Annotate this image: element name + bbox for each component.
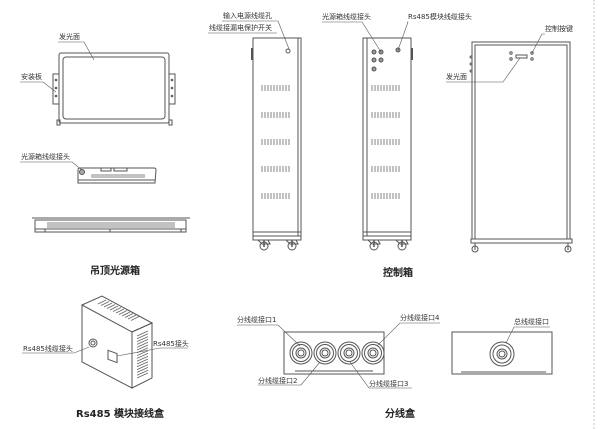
vent-slot xyxy=(136,367,149,373)
label-rs485-cable-connector: Rs485线缆接头 xyxy=(23,345,73,353)
vent-slot xyxy=(136,353,149,359)
port-ring xyxy=(297,349,305,357)
vent-slot xyxy=(109,305,119,311)
label-cable-leakage-switch: 线缆接漏电保护开关 xyxy=(209,24,272,32)
title-rs485-junction-box: Rs485 模块接线盒 xyxy=(76,409,165,420)
vent-slot xyxy=(100,301,110,306)
vent-slot xyxy=(124,313,134,318)
port-ring xyxy=(321,349,329,357)
caster-wheel-icon xyxy=(367,239,381,251)
title-splitter-box: 分线盒 xyxy=(385,409,415,420)
light-panel-front-view xyxy=(20,41,176,126)
label-light-box-cable-connector-2: 光源箱线缆接头 xyxy=(322,13,371,21)
vent-slot xyxy=(136,339,149,345)
caster-wheel-icon xyxy=(285,239,299,251)
port-ring xyxy=(289,341,313,365)
splitter-box-front-view xyxy=(237,322,440,389)
port-ring xyxy=(313,341,337,365)
caster-wheel-icon xyxy=(395,239,409,251)
label-port-4: 分线缆接口4 xyxy=(400,314,440,322)
caster-wheel-icon xyxy=(257,239,271,251)
label-light-surface-2: 发光面 xyxy=(446,73,467,81)
label-control-button: 控制按键 xyxy=(545,25,573,33)
port-ring xyxy=(367,347,379,359)
main-port-box-front-view xyxy=(451,326,553,375)
vent-slot xyxy=(136,341,149,348)
vent-slot xyxy=(136,333,149,340)
label-power-input-hole: 输入电源线缆孔 xyxy=(223,12,272,20)
port-ring xyxy=(319,347,331,359)
port-ring xyxy=(292,344,310,362)
label-port-1: 分线缆接口1 xyxy=(237,316,277,324)
caster-wheel-icon xyxy=(471,243,479,253)
vent-slot xyxy=(103,302,113,308)
port-ring xyxy=(345,349,353,357)
light-box-top-view xyxy=(20,161,157,184)
vent-slot xyxy=(121,311,131,317)
vent-slot xyxy=(136,344,149,351)
page-edge-divider xyxy=(593,0,595,429)
vent-slot xyxy=(136,358,149,365)
light-box-side-view xyxy=(32,217,190,233)
control-box-side-view xyxy=(208,20,302,251)
port-ring xyxy=(369,349,377,357)
vent-slot xyxy=(136,372,149,379)
control-box-back-view xyxy=(322,21,413,251)
vent-slot xyxy=(115,308,125,314)
port-ring xyxy=(343,347,355,359)
vent-slot xyxy=(136,330,149,337)
vent-slot xyxy=(136,350,149,356)
vent-slot xyxy=(112,307,122,312)
label-rs485-connector: Rs485接头 xyxy=(153,340,189,348)
port-ring xyxy=(295,347,307,359)
vent-slot xyxy=(136,361,149,368)
vent-slot xyxy=(136,355,149,362)
vent-slot xyxy=(106,304,116,309)
vent-slot xyxy=(136,369,149,376)
label-rs485-module-cable-connector: Rs485模块线缆接头 xyxy=(408,13,472,21)
label-light-box-cable-connector: 光源箱线缆接头 xyxy=(21,153,70,161)
rs485-junction-box-isometric xyxy=(22,295,188,389)
port-ring xyxy=(361,341,385,365)
port-ring xyxy=(364,344,382,362)
vent-slot xyxy=(97,299,107,305)
vent-slot xyxy=(127,314,137,320)
label-port-3: 分线缆接口3 xyxy=(369,380,409,388)
light-panel-stand-front-view xyxy=(446,33,573,253)
label-mounting-plate: 安装板 xyxy=(21,73,42,81)
vent-slot xyxy=(118,310,128,315)
port-ring xyxy=(316,344,334,362)
label-light-surface: 发光面 xyxy=(59,33,80,41)
vent-slot xyxy=(136,336,149,342)
title-ceiling-light-box: 吊顶光源箱 xyxy=(90,266,140,277)
port-ring xyxy=(337,341,361,365)
label-main-port: 总线缆接口 xyxy=(514,318,549,326)
vent-slot xyxy=(130,316,140,321)
caster-wheel-icon xyxy=(564,243,572,253)
port-ring xyxy=(340,344,358,362)
label-port-2: 分线缆接口2 xyxy=(258,377,298,385)
vent-slot xyxy=(136,364,149,370)
title-control-box: 控制箱 xyxy=(383,268,413,279)
